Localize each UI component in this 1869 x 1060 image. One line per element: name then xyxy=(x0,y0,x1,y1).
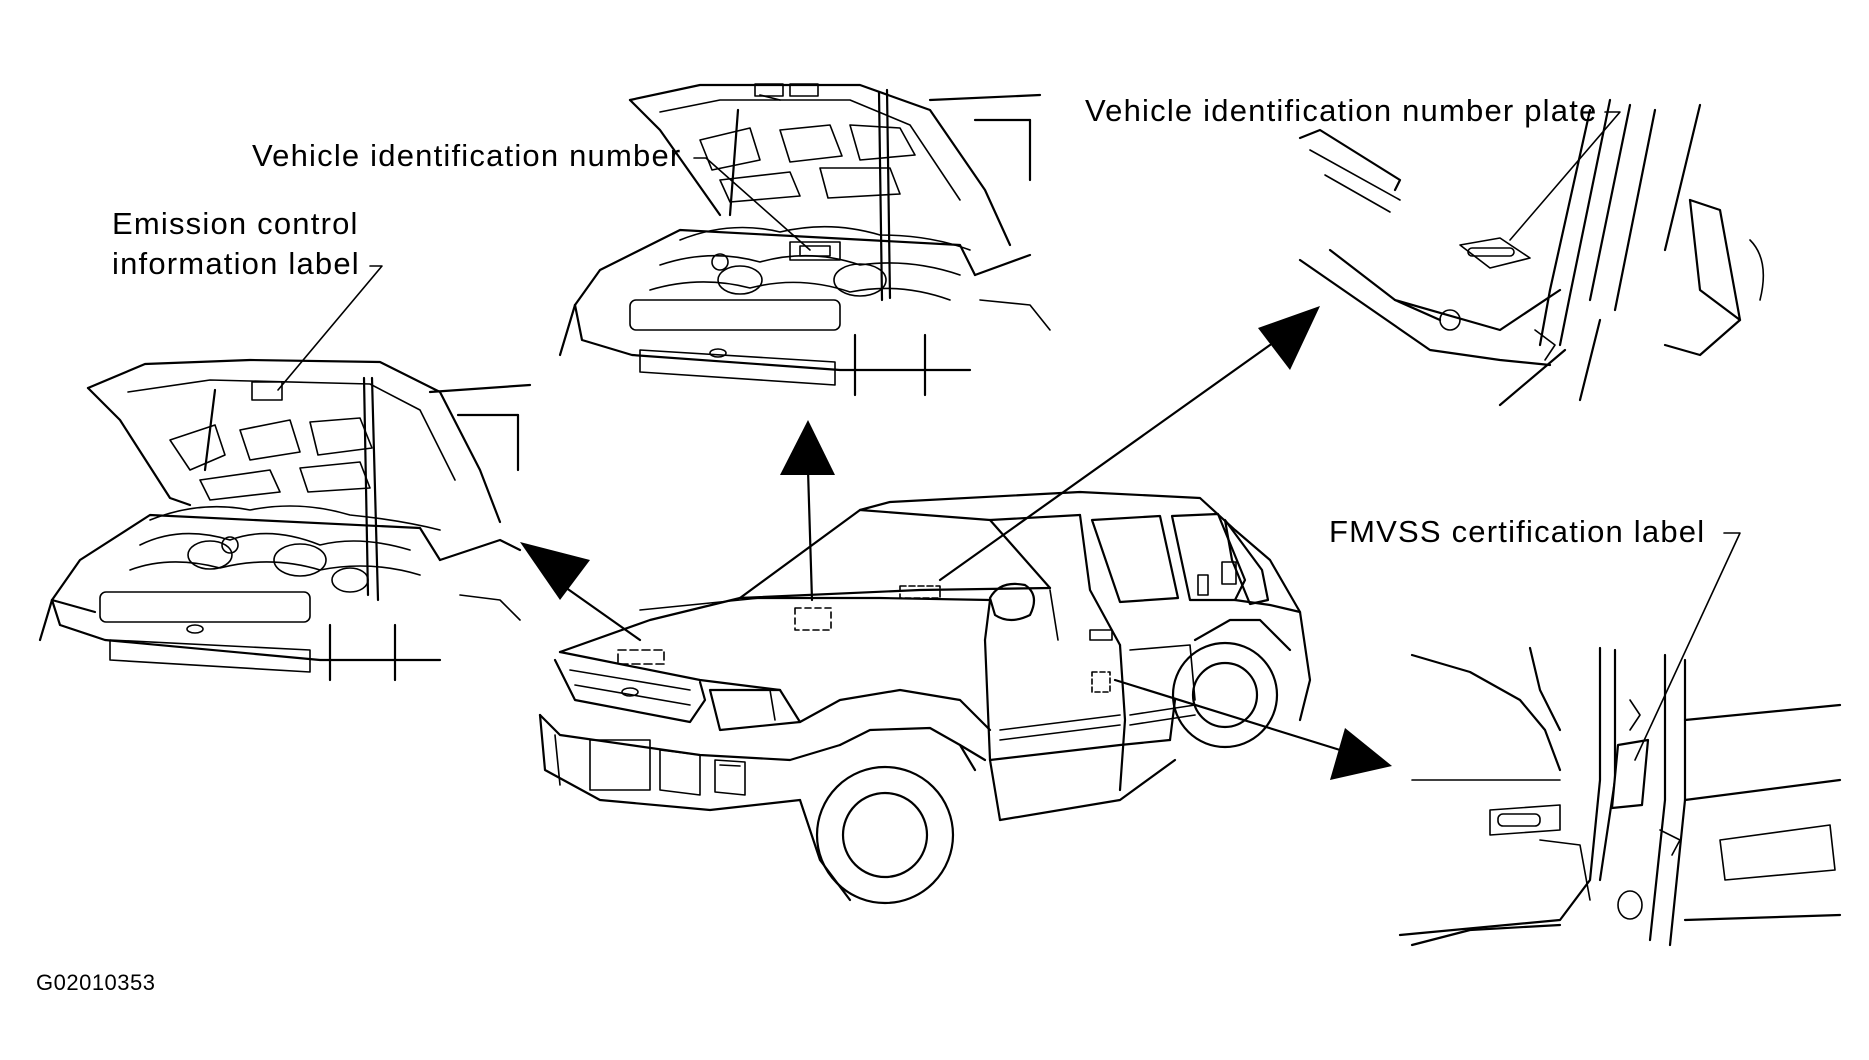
emission-label-text-line2: information label xyxy=(112,246,360,281)
vin-plate-inset-windshield xyxy=(1298,98,1765,407)
vehicle-body xyxy=(538,490,1312,905)
emission-label-text-line1: Emission control xyxy=(112,206,359,241)
fmvss-label-text: FMVSS certification label xyxy=(1329,514,1706,549)
arrow-to-emission-inset xyxy=(520,542,642,642)
fmvss-inset-door-jamb xyxy=(1398,646,1842,947)
arrow-to-fmvss-inset xyxy=(1113,678,1392,780)
vin-plate-leader-line xyxy=(1509,111,1621,241)
emission-leader-line xyxy=(277,265,383,391)
vin-leader-line xyxy=(693,157,811,251)
arrow-to-vin-inset xyxy=(780,420,835,602)
fmvss-leader-line xyxy=(1634,532,1741,761)
vin-label-text: Vehicle identification number xyxy=(252,138,682,173)
vin-plate-label-text: Vehicle identification number plate xyxy=(1085,93,1598,128)
emission-inset-engine-bay xyxy=(38,358,532,682)
arrow-to-vin-plate-inset xyxy=(938,306,1320,582)
figure-code: G02010353 xyxy=(36,970,156,995)
vin-inset-engine-bay xyxy=(558,83,1051,397)
